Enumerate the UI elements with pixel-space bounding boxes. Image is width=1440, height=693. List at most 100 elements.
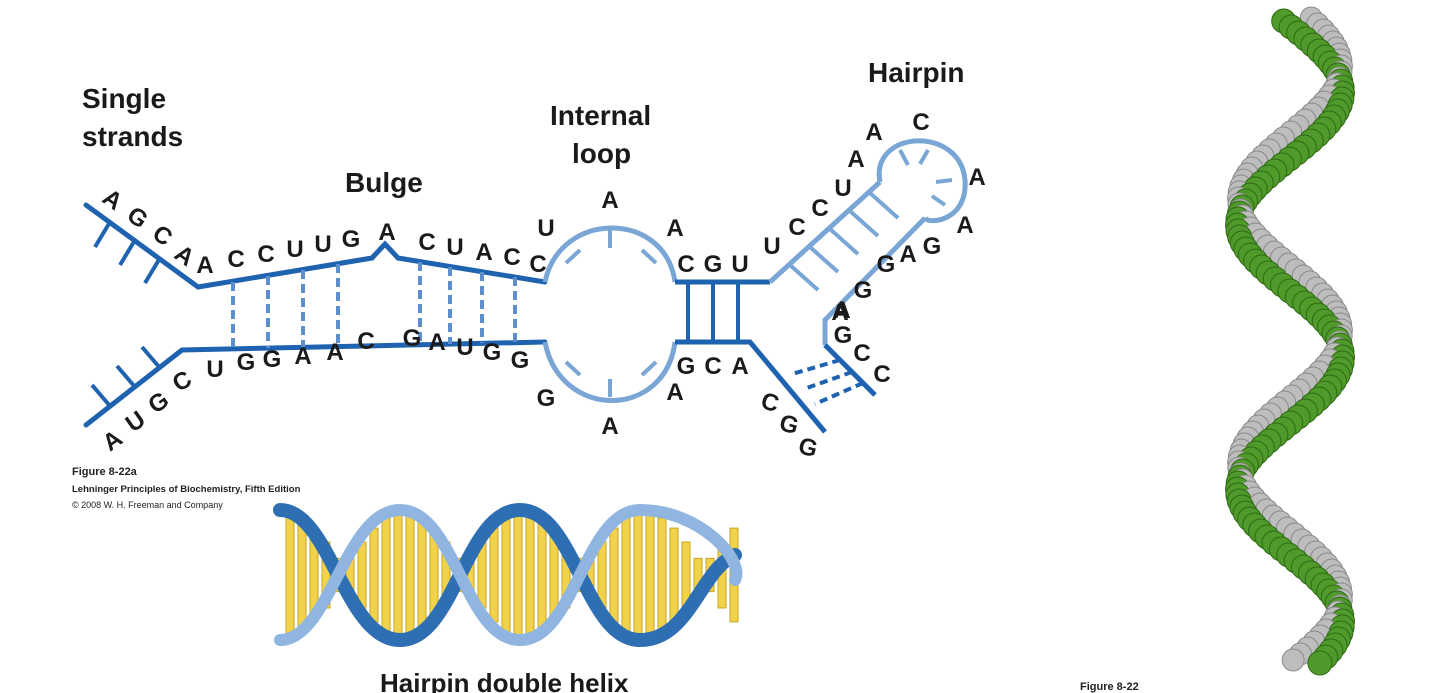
helix-base-rung [645, 512, 655, 638]
helix-base-rung [513, 512, 523, 638]
nt-internal_loop_top-1: A [601, 187, 618, 214]
nt-bottom_stem-5: C [357, 328, 374, 355]
nt-bottom_stem-10: G [511, 347, 530, 374]
nt-top_single-0: A [97, 184, 127, 216]
nt-top_stem2-1: U [446, 234, 463, 261]
hairpin-base-pairs [788, 149, 953, 292]
helix-base-rung [393, 512, 403, 638]
nt-bottom_right_tail-1: G [776, 409, 801, 440]
middle-stem [675, 279, 827, 434]
nt-bottom_single-3: C [168, 365, 197, 397]
nt-middle_top-2: U [731, 251, 748, 278]
nt-bottom_stem-8: U [456, 334, 473, 361]
nt-hairpin_return-0: G [923, 233, 942, 260]
nt-internal_loop_bottom-2: A [666, 379, 683, 406]
nt-hairpin_top_strand-2: C [811, 195, 828, 222]
helix-base-rung [633, 512, 643, 638]
helix-base-rung [357, 541, 367, 609]
helix-base-rung [621, 517, 631, 633]
nt-internal_loop_top-2: A [666, 215, 683, 242]
nt-bottom_stem-7: A [428, 329, 445, 356]
helix-atom-green [1307, 650, 1333, 676]
nt-hairpin_lower_stem-2: C [853, 340, 870, 367]
helix-base-rung [369, 527, 379, 623]
helix-base-rung [297, 517, 307, 633]
hairpin-double-helix-label: Hairpin double helix [380, 668, 629, 693]
nt-top_stem2-0: C [418, 229, 435, 256]
helix-base-rungs [285, 512, 739, 638]
helix-base-rung [501, 517, 511, 633]
left-stem-base-pairs [231, 262, 517, 349]
nt-bottom_stem-0: U [206, 356, 223, 383]
hairpin-backbone [768, 138, 968, 345]
single-strand-ticks [90, 220, 162, 408]
nt-hairpin_return-2: G [877, 251, 896, 278]
nt-hairpin_loop-0: C [912, 109, 929, 136]
nt-bottom_stem-6: G [403, 325, 422, 352]
nt-hairpin_return-4: A [833, 297, 850, 324]
nt-bottom_single-0: A [98, 425, 128, 457]
nt-hairpin_top_strand-5: A [865, 119, 882, 146]
nt-internal_loop_bottom-0: G [537, 385, 556, 412]
middle-stem-base-pairs [686, 282, 740, 342]
nt-hairpin_lower_stem-0: A [831, 299, 848, 326]
nt-top_stem2-4: C [529, 251, 546, 278]
nt-hairpin_top_strand-3: U [834, 175, 851, 202]
helix-base-rung [381, 517, 391, 633]
nt-hairpin_top_strand-4: A [847, 146, 864, 173]
helix-base-rung [609, 527, 619, 623]
nt-bottom_right_tail-0: C [758, 387, 782, 418]
nt-middle_bottom-1: C [704, 353, 721, 380]
nt-bottom_stem-3: A [294, 343, 311, 370]
nt-top_stem1-2: C [257, 241, 274, 268]
nt-top_stem2-3: C [503, 244, 520, 271]
nt-top_stem1-5: G [342, 226, 361, 253]
nt-bottom_stem-2: G [263, 346, 282, 373]
nt-bottom_stem-1: G [237, 349, 256, 376]
helix-base-rung [417, 517, 427, 633]
helix-backbone-2 [274, 503, 743, 647]
nt-middle_top-0: C [677, 251, 694, 278]
nt-top_single-2: C [147, 220, 177, 252]
nt-bottom_right_tail-2: G [795, 432, 820, 463]
nt-hairpin_top_strand-0: U [763, 233, 780, 260]
internal-loop-shape [542, 225, 678, 403]
nt-internal_loop_top-0: U [537, 215, 554, 242]
hairpin-lower-stem [791, 343, 877, 406]
nt-hairpin_loop-2: A [956, 212, 973, 239]
nt-middle_bottom-2: A [731, 353, 748, 380]
internal-loop-label-line2: loop [572, 138, 631, 169]
nt-top_stem1-1: C [227, 246, 244, 273]
nt-top_stem1-4: U [314, 231, 331, 258]
nt-middle_top-1: G [704, 251, 723, 278]
nt-hairpin_top_strand-1: C [788, 214, 805, 241]
nt-bottom_stem-4: A [326, 339, 343, 366]
nt-top_single-1: G [122, 201, 153, 234]
helix-base-rung [285, 512, 295, 638]
helix-base-rung [525, 512, 535, 638]
nt-top_stem1-3: U [286, 236, 303, 263]
helix-atom-gray [1281, 648, 1305, 672]
nt-hairpin_return-3: G [854, 277, 873, 304]
helix-base-rung [537, 517, 547, 633]
helix-base-rung [669, 527, 679, 623]
hairpin-double-helix-illustration [273, 502, 743, 648]
helix-base-rung [405, 512, 415, 638]
nt-hairpin_lower_stem-1: G [834, 322, 853, 349]
nt-top_stem2-2: A [475, 239, 492, 266]
internal-loop-label-line1: Internal [550, 100, 651, 131]
helix-base-rung [657, 517, 667, 633]
figure-caption-number: Figure 8-22a [72, 466, 138, 478]
internal-loop-ticks [564, 230, 658, 397]
bulge-label: Bulge [345, 167, 423, 198]
helix-backbone-1 [273, 502, 742, 648]
single-strands-label-line2: strands [82, 121, 183, 152]
right-figure-caption: Figure 8-22 [1080, 681, 1139, 693]
helix-base-rung [489, 527, 499, 623]
nt-hairpin_return-1: A [899, 241, 916, 268]
nt-internal_loop_bottom-1: A [601, 413, 618, 440]
single-strands-label-line1: Single [82, 83, 166, 114]
figure-caption-book: Lehninger Principles of Biochemistry, Fi… [72, 484, 301, 495]
